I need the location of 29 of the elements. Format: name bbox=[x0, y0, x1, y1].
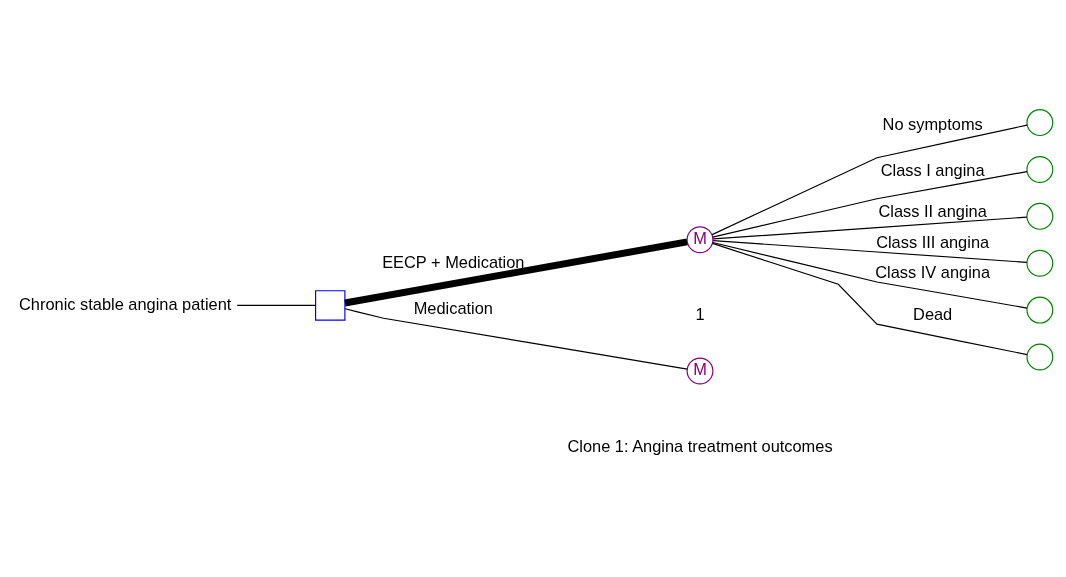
node-box bbox=[315, 289, 346, 321]
connector bbox=[344, 307, 688, 370]
edge-label: Class I angina bbox=[880, 160, 985, 179]
connector bbox=[712, 170, 1028, 238]
connector bbox=[711, 124, 1028, 235]
edge-label: Class IV angina bbox=[875, 262, 991, 281]
edge-label: Class II angina bbox=[878, 201, 987, 220]
node-circle bbox=[1026, 296, 1054, 324]
connector bbox=[711, 242, 1028, 355]
connector bbox=[712, 216, 1028, 240]
edge-label: Dead bbox=[913, 304, 953, 323]
edge-label: Medication bbox=[413, 298, 493, 317]
node-circle bbox=[1026, 343, 1054, 370]
node-circle bbox=[1026, 108, 1054, 136]
node-circle bbox=[1026, 249, 1054, 277]
edge-label: Class III angina bbox=[876, 232, 990, 251]
node-text: Chronic stable angina patient bbox=[19, 294, 232, 313]
connector bbox=[344, 237, 688, 306]
node-circle bbox=[1026, 202, 1054, 230]
node-label: 1 bbox=[695, 304, 705, 323]
connector bbox=[236, 304, 317, 306]
node-circle: M bbox=[686, 225, 714, 253]
node-circle: M bbox=[686, 357, 714, 384]
edge-label: EECP + Medication bbox=[382, 252, 525, 271]
connector bbox=[712, 239, 1028, 263]
edge-label: No symptoms bbox=[882, 114, 983, 133]
node-circle bbox=[1026, 155, 1054, 183]
node-label: Clone 1: Angina treatment outcomes bbox=[567, 436, 833, 455]
connector bbox=[712, 241, 1028, 309]
